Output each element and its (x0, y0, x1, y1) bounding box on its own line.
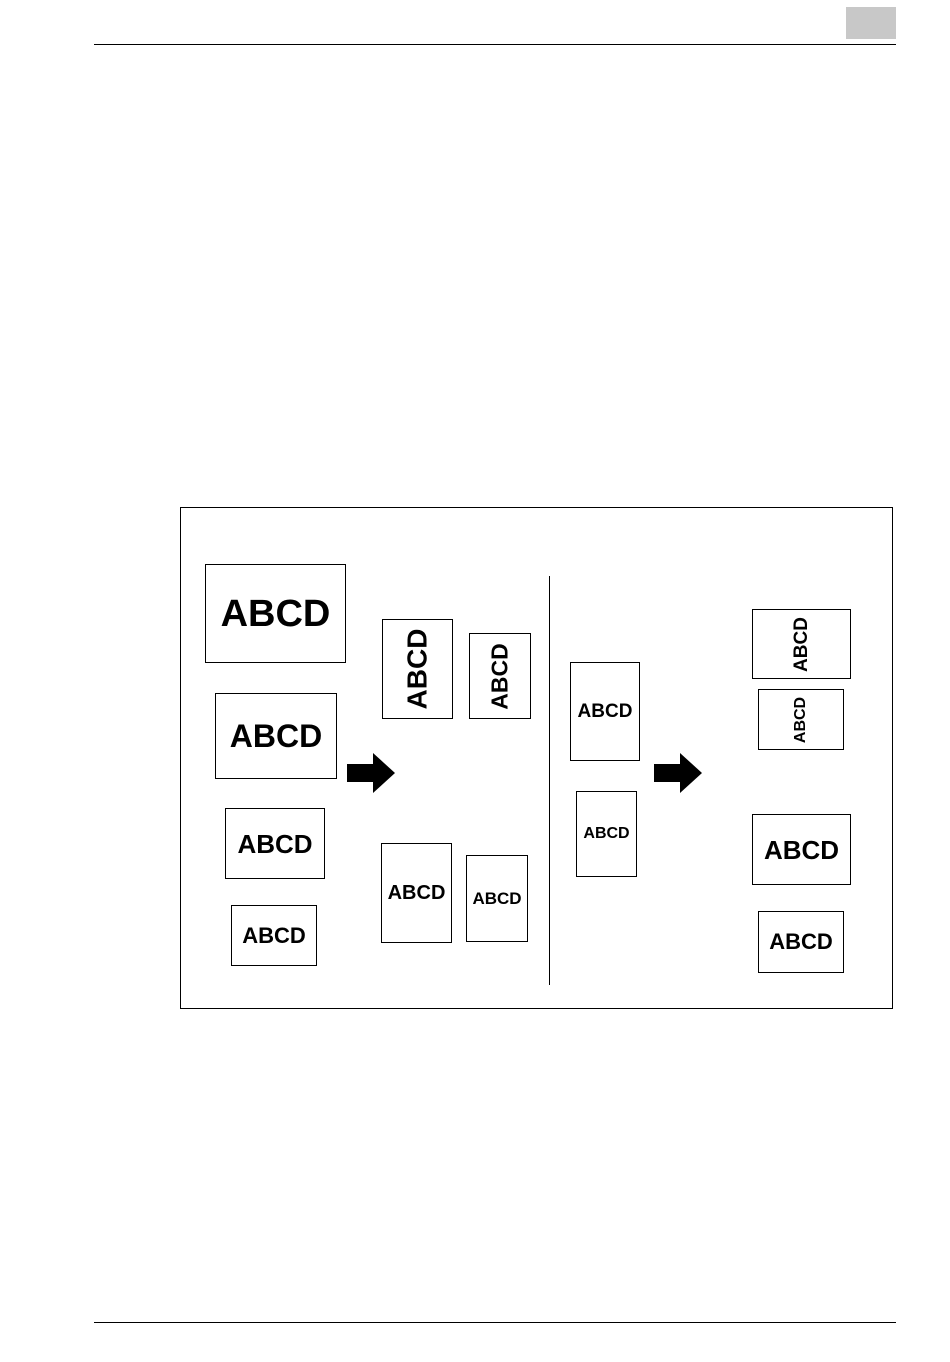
sheet-text: ABCD (237, 831, 312, 857)
sheet-text: ABCD (230, 720, 322, 752)
left-result-2: ABCD (469, 633, 531, 719)
left-original-2: ABCD (215, 693, 337, 779)
left-original-1: ABCD (205, 564, 346, 663)
sheet-text: ABCD (793, 696, 809, 742)
sheet-text: ABCD (472, 890, 521, 907)
left-original-4: ABCD (231, 905, 317, 966)
right-result-4: ABCD (758, 911, 844, 973)
left-original-3: ABCD (225, 808, 325, 879)
left-result-1: ABCD (382, 619, 453, 719)
right-original-2: ABCD (576, 791, 637, 877)
right-arrow-icon (654, 753, 702, 793)
footer-rule (94, 1322, 896, 1323)
header-rule (94, 44, 896, 45)
left-result-3: ABCD (381, 843, 452, 943)
sheet-text: ABCD (769, 931, 833, 953)
sheet-text: ABCD (792, 617, 811, 672)
sheet-text: ABCD (489, 643, 512, 709)
right-result-3: ABCD (752, 814, 851, 885)
right-result-1: ABCD (752, 609, 851, 679)
left-result-4: ABCD (466, 855, 528, 942)
sheet-text: ABCD (388, 883, 446, 903)
right-result-2: ABCD (758, 689, 844, 750)
sheet-text: ABCD (242, 925, 306, 947)
sheet-text: ABCD (583, 826, 629, 842)
chapter-tab (846, 7, 896, 39)
sheet-text: ABCD (764, 837, 839, 863)
sheet-text: ABCD (221, 595, 331, 633)
right-arrow-icon (347, 753, 395, 793)
panel-divider (549, 576, 550, 985)
sheet-text: ABCD (578, 702, 633, 721)
right-original-1: ABCD (570, 662, 640, 761)
sheet-text: ABCD (404, 629, 432, 710)
